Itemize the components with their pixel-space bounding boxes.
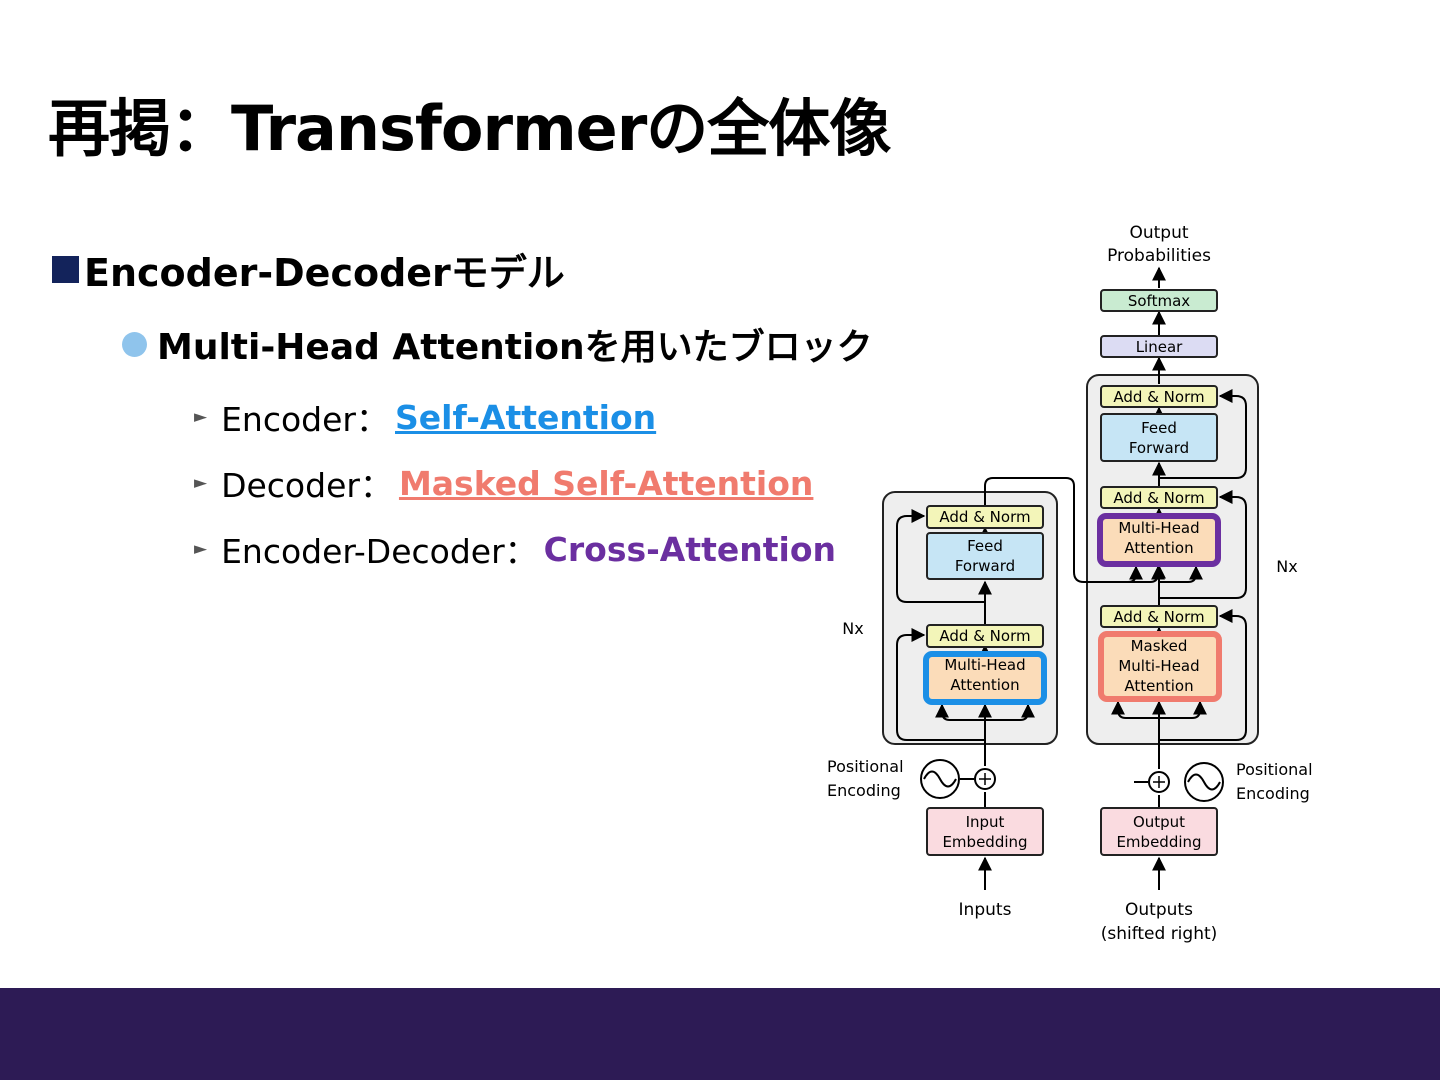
masked-attention-line1: Masked <box>1131 637 1188 655</box>
bullet-level1-text: Encoder-Decoderモデル <box>84 251 565 295</box>
bullet-level1: Encoder-Decoderモデル <box>52 242 565 297</box>
decoder-feed-forward-line1: Feed <box>1141 419 1177 437</box>
decoder-feed-forward <box>1100 413 1218 462</box>
outputs-label-line1: Outputs <box>1125 900 1193 920</box>
decoder-add-norm-2-label: Add & Norm <box>1113 489 1204 507</box>
decoder-add-norm-1 <box>1100 605 1218 628</box>
outputs-label-line2: (shifted right) <box>1101 924 1218 944</box>
softmax-box <box>1100 289 1218 312</box>
encoder-self-attention <box>923 651 1047 705</box>
bullet-level2-text: Multi-Head Attentionを用いたブロック <box>157 327 873 368</box>
encoder-positional-line1: Positional <box>827 757 904 776</box>
output-embedding <box>1100 807 1218 856</box>
encoder-add-norm-2-label: Add & Norm <box>939 508 1030 526</box>
triangle-bullet-icon: ► <box>194 407 208 427</box>
bullet-level2: Multi-Head Attentionを用いたブロック <box>122 318 873 370</box>
decoder-positional-line1: Positional <box>1236 760 1313 779</box>
masked-attention-line2: Multi-Head <box>1118 657 1199 675</box>
bullet-decoder-label: Decoder： <box>221 466 393 505</box>
cross-attention-keyword: Cross-Attention <box>543 529 837 569</box>
decoder-add-norm-3 <box>1100 385 1218 408</box>
encoder-feed-forward <box>926 532 1044 580</box>
decoder-feed-forward-line2: Forward <box>1129 439 1189 457</box>
output-embedding-line2: Embedding <box>1116 833 1201 851</box>
softmax-label: Softmax <box>1128 292 1190 310</box>
decoder-cross-attention <box>1097 513 1221 567</box>
encoder-nx-label: Nx <box>842 619 863 638</box>
cross-attention-line1: Multi-Head <box>1118 519 1199 537</box>
encoder-add-norm-2 <box>926 505 1044 529</box>
bullet-encoder-decoder: ► Encoder-Decoder： Cross-Attention <box>194 525 836 573</box>
encoder-add-norm-1-label: Add & Norm <box>939 627 1030 645</box>
input-embedding-line2: Embedding <box>942 833 1027 851</box>
linear-box <box>1100 335 1218 358</box>
self-attention-keyword: Self-Attention <box>395 397 657 437</box>
decoder-add-norm-1-label: Add & Norm <box>1113 608 1204 626</box>
output-embedding-line1: Output <box>1133 813 1185 831</box>
cross-attention-line2: Attention <box>1124 539 1193 557</box>
output-probabilities-line2: Probabilities <box>1107 246 1211 266</box>
encoder-feed-forward-line2: Forward <box>955 557 1015 575</box>
bullet-encoder-decoder-label: Encoder-Decoder： <box>221 532 538 571</box>
encoder-attention-line2: Attention <box>950 676 1019 694</box>
output-probabilities-line1: Output <box>1129 223 1188 243</box>
decoder-nx-label: Nx <box>1276 557 1297 576</box>
input-embedding <box>926 807 1044 856</box>
linear-label: Linear <box>1136 338 1183 356</box>
inputs-label: Inputs <box>959 900 1012 920</box>
decoder-positional-line2: Encoding <box>1236 784 1310 803</box>
encoder-add-norm-1 <box>926 624 1044 648</box>
decoder-add-norm-2 <box>1100 486 1218 509</box>
decoder-masked-attention <box>1098 631 1222 702</box>
masked-attention-line3: Attention <box>1124 677 1193 695</box>
square-bullet-icon <box>52 256 79 283</box>
encoder-feed-forward-line1: Feed <box>967 537 1003 555</box>
bullet-decoder: ► Decoder： Masked Self-Attention <box>194 459 813 507</box>
decoder-add-norm-3-label: Add & Norm <box>1113 388 1204 406</box>
encoder-block <box>882 491 1058 745</box>
triangle-bullet-icon: ► <box>194 473 208 493</box>
triangle-bullet-icon: ► <box>194 539 208 559</box>
slide-title: 再掲：Transformerの全体像 <box>48 92 891 165</box>
footer-bar <box>0 988 1440 1080</box>
bullet-encoder-label: Encoder： <box>221 400 389 439</box>
encoder-attention-line1: Multi-Head <box>944 656 1025 674</box>
encoder-positional-line2: Encoding <box>827 781 901 800</box>
circle-bullet-icon <box>122 331 147 357</box>
input-embedding-line1: Input <box>966 813 1005 831</box>
bullet-encoder: ► Encoder： Self-Attention <box>194 393 656 441</box>
masked-self-attention-keyword: Masked Self-Attention <box>398 463 814 503</box>
